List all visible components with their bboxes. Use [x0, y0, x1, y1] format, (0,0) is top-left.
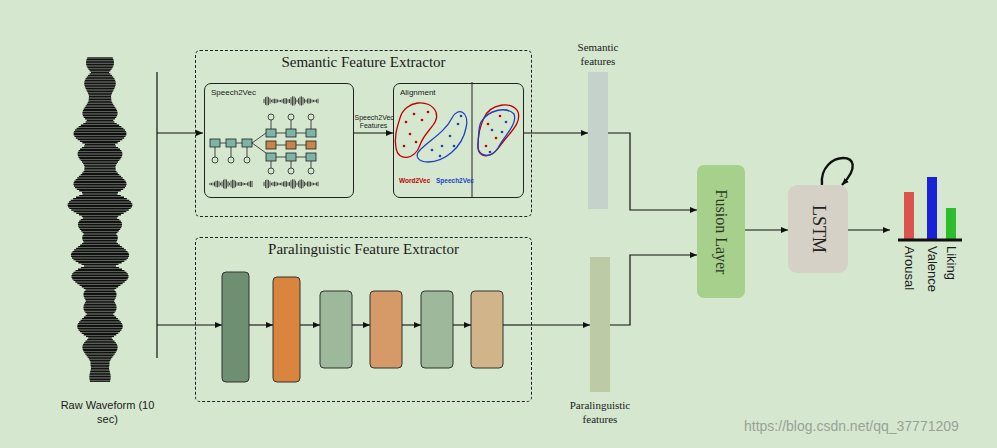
- input-wires: [157, 72, 222, 358]
- group-box: Semantic Feature ExtractorSpeech2VecAlig…: [195, 50, 532, 217]
- raw-waveform: [68, 58, 133, 381]
- node-title: Semantic Feature Extractor: [281, 54, 445, 71]
- alignment-clusters: [395, 82, 518, 197]
- node-title: Paralinguistic Feature Extractor: [268, 241, 459, 258]
- group-box: Paralinguistic Feature Extractor: [195, 237, 532, 402]
- output-label: Arousal: [902, 246, 917, 290]
- connector-arrow: [532, 324, 590, 325]
- node-title: Paralinguistic features: [560, 398, 640, 426]
- edge-label: Speech2Vec Features: [355, 114, 393, 130]
- feature-bar: Paralinguistic features: [590, 257, 610, 392]
- node-title: Semantic features: [563, 40, 633, 68]
- node-title: Speech2Vec: [211, 88, 256, 97]
- input-label: Raw Waveform (10 sec): [60, 398, 155, 426]
- cluster-label: Word2Vec: [399, 177, 430, 184]
- connector-arrow: [354, 132, 393, 133]
- output-chart: [848, 177, 962, 240]
- output-label: Liking: [944, 246, 959, 280]
- node-title: Fusion Layer: [712, 189, 730, 274]
- connector-arrow: [745, 229, 788, 230]
- connector-arrow: [610, 255, 697, 325]
- paralinguistic-layers: [222, 272, 532, 382]
- feature-bar: Semantic features: [588, 72, 608, 209]
- speech2vec-cells: [210, 96, 318, 189]
- node-title: LSTM: [808, 205, 829, 253]
- node-title: Alignment: [400, 88, 436, 97]
- output-label: Valence: [925, 246, 940, 292]
- process-box: Speech2Vec: [204, 83, 354, 198]
- process-box: AlignmentWord2Vec Speech2Vec: [393, 83, 524, 198]
- process-box: LSTM: [788, 185, 848, 273]
- connector-arrow: [822, 158, 853, 185]
- process-box: Fusion Layer: [697, 165, 745, 298]
- connector-arrow: [608, 133, 697, 210]
- cluster-label: Speech2Vec: [436, 177, 474, 184]
- connector-arrow: [524, 132, 588, 133]
- watermark: https://blog.csdn.net/qq_37771209: [744, 418, 959, 434]
